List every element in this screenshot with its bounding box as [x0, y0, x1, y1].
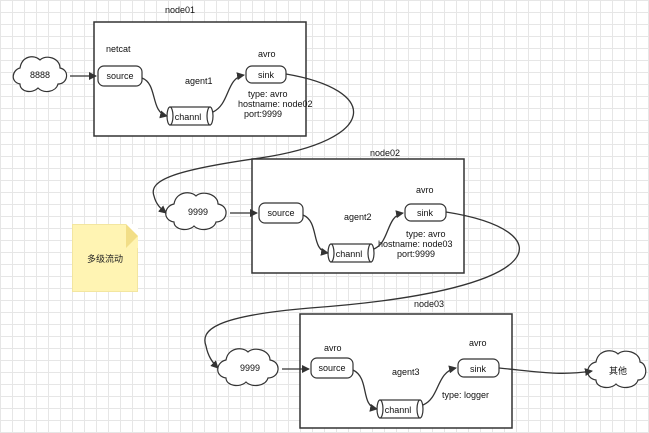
node03-sink-label: sink [470, 364, 487, 374]
cloud-8888-label: 8888 [30, 70, 50, 80]
cloud-8888[interactable] [12, 56, 68, 93]
node03-sink-prop-type: type: logger [442, 390, 489, 400]
node02-channel-label: channl [336, 249, 363, 259]
edge-channel3-to-sink3 [422, 365, 457, 406]
node02-sink-prop-type: type: avro [406, 229, 446, 239]
node01-title: node01 [165, 5, 195, 15]
node03-source[interactable] [310, 357, 354, 379]
sticky-note[interactable]: 多级流动 [72, 224, 138, 292]
cloud-9999-node02[interactable] [165, 192, 227, 231]
edge-source3-to-channel3 [352, 369, 378, 412]
cloud-other-label: 其他 [609, 365, 627, 376]
node02-source[interactable] [258, 202, 304, 224]
edge-channel1-to-sink1 [212, 72, 245, 113]
node01-channel-label: channl [175, 112, 202, 122]
node03-title: node03 [414, 299, 444, 309]
node03-agent-label: agent3 [392, 367, 420, 377]
node01-source[interactable] [97, 65, 143, 87]
node01-sink-prop-port: port:9999 [244, 109, 282, 119]
node01-sink-prop-hostname: hostname: node02 [238, 99, 313, 109]
node01-source-label: source [106, 71, 133, 81]
node03-group: node03 avro source agent3 channl avro si… [299, 299, 513, 429]
node03-sink-type: avro [469, 338, 487, 348]
sticky-note-fold [126, 224, 138, 248]
node03-source-type: avro [324, 343, 342, 353]
node02-source-label: source [267, 208, 294, 218]
node03-source-label: source [318, 363, 345, 373]
node01-sink-prop-type: type: avro [248, 89, 288, 99]
edge-sink1-to-cloud9999 [152, 73, 355, 214]
node01-source-type: netcat [106, 44, 131, 54]
node03-channel[interactable] [376, 399, 424, 419]
edge-source1-to-channel1 [141, 77, 168, 119]
node01-channel[interactable] [166, 106, 214, 126]
node02-agent-label: agent2 [344, 212, 372, 222]
node03-channel-label: channl [385, 405, 412, 415]
edge-channel2-to-sink2 [373, 210, 404, 250]
cloud-other[interactable] [587, 350, 647, 389]
node02-title: node02 [370, 148, 400, 158]
node01-sink-type: avro [258, 49, 276, 59]
node01-sink-label: sink [258, 70, 275, 80]
edge-sink2-to-cloud9999b [204, 211, 520, 369]
node02-sink-type: avro [416, 185, 434, 195]
node01-group: node01 netcat source agent1 channl avro … [93, 5, 313, 137]
node02-sink-prop-port: port:9999 [397, 249, 435, 259]
node02-sink-label: sink [417, 208, 434, 218]
edge-sink3-to-other [498, 367, 593, 377]
node02-group: node02 source agent2 channl avro sink ty… [251, 148, 465, 274]
cloud-9999-node03[interactable] [217, 348, 279, 387]
sticky-note-text: 多级流动 [86, 253, 123, 264]
cloud-9999-node03-label: 9999 [240, 363, 260, 373]
node02-channel[interactable] [327, 243, 375, 263]
connectors [69, 72, 593, 412]
edge-source2-to-channel2 [302, 214, 329, 256]
node01-agent-label: agent1 [185, 76, 213, 86]
node02-sink-prop-hostname: hostname: node03 [378, 239, 453, 249]
cloud-9999-node02-label: 9999 [188, 207, 208, 217]
